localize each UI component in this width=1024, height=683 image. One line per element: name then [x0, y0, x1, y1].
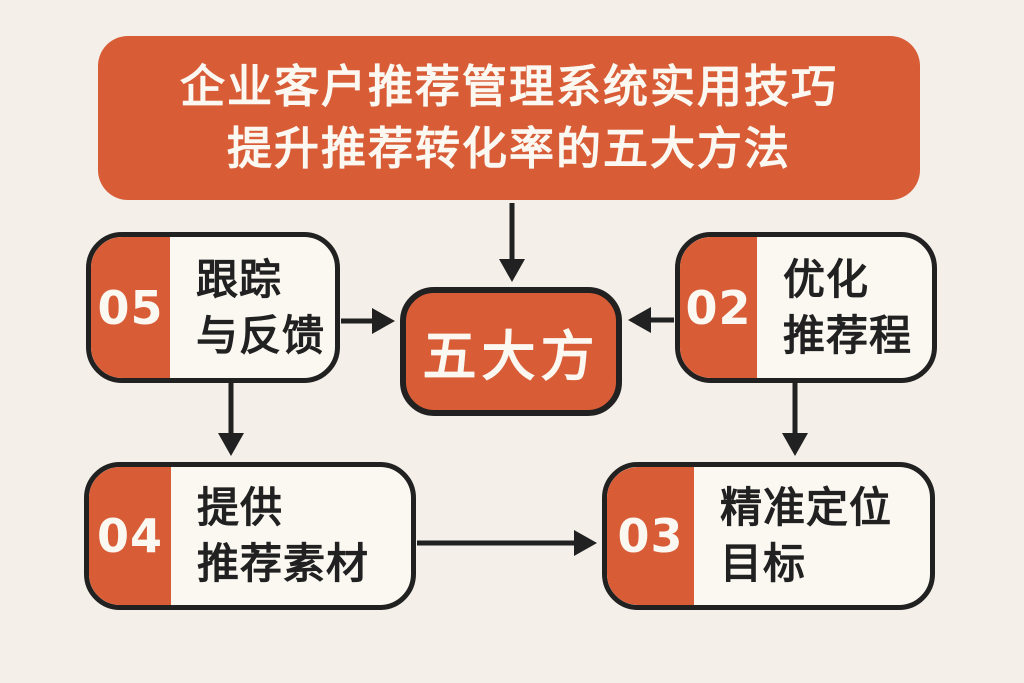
node-03-label: 精准定位 目标: [694, 467, 892, 605]
node-04-label: 提供 推荐素材: [171, 467, 369, 605]
arrow-node04-to-node03: [417, 530, 597, 556]
node-03-label-line-2: 目标: [720, 539, 807, 588]
node-05-label-line-2: 与反馈: [196, 310, 326, 360]
node-04-label-line-2: 推荐素材: [197, 539, 370, 588]
node-04-label-line-1: 提供: [197, 483, 284, 532]
node-04-number-badge: 04: [89, 467, 171, 605]
node-03-precise-targeting: 03 精准定位 目标: [602, 462, 935, 610]
arrow-node05-to-node04: [218, 383, 244, 456]
node-05-label: 跟踪 与反馈: [170, 237, 325, 378]
node-03-label-line-1: 精准定位: [720, 483, 893, 532]
node-02-label: 优化 推荐程: [757, 237, 912, 378]
node-02-label-line-1: 优化: [783, 254, 870, 304]
title-line-2: 提升推荐转化率的五大方法: [226, 122, 791, 175]
node-05-label-line-1: 跟踪: [196, 254, 283, 304]
node-05-track-feedback: 05 跟踪 与反馈: [86, 232, 340, 383]
title-line-1: 企业客户推荐管理系统实用技巧: [179, 60, 838, 113]
arrow-title-to-center: [499, 203, 525, 282]
node-02-label-line-2: 推荐程: [783, 310, 913, 360]
center-hub-label: 五大方: [422, 325, 600, 388]
arrow-node02-to-center: [628, 307, 674, 333]
arrow-node02-to-node03: [782, 383, 808, 456]
node-02-number-badge: 02: [680, 237, 757, 378]
node-04-provide-materials: 04 提供 推荐素材: [84, 462, 416, 610]
center-hub: 五大方: [400, 287, 622, 416]
title-banner: 企业客户推荐管理系统实用技巧 提升推荐转化率的五大方法: [98, 36, 920, 200]
node-05-number-badge: 05: [91, 237, 170, 378]
node-02-optimize-program: 02 优化 推荐程: [675, 232, 937, 383]
node-03-number-badge: 03: [607, 467, 694, 605]
arrow-node05-to-center: [341, 308, 395, 334]
